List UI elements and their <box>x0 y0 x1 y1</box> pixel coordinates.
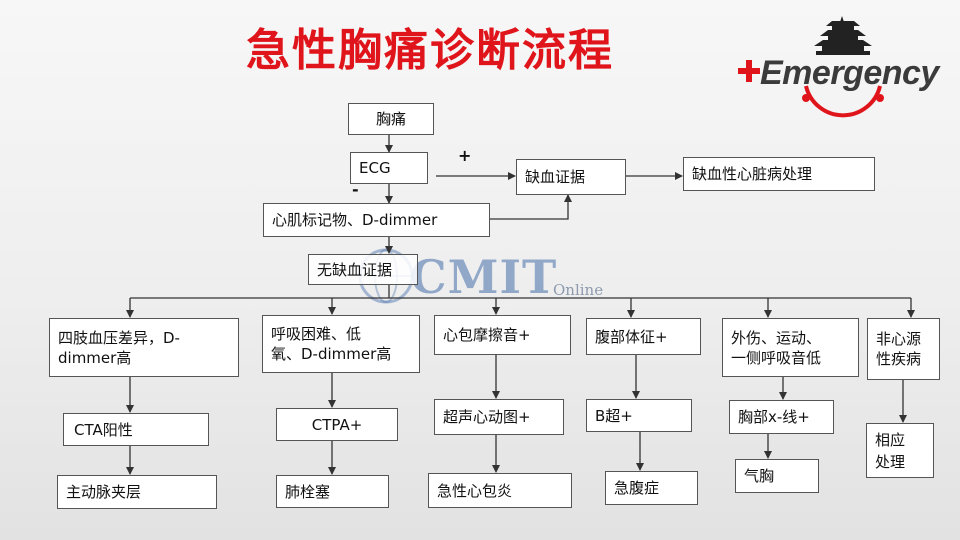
diagram-title: 急性胸痛诊断流程 <box>246 25 614 76</box>
node-no-ischemia: 无缺血证据 <box>308 254 418 285</box>
branch-3-test: 超声心动图+ <box>434 399 564 435</box>
branch-1-test-label: CTA阳性 <box>74 420 133 439</box>
node-ischemic-treatment-label: 缺血性心脏病处理 <box>692 165 813 183</box>
branch-5-condition: 外伤、运动、 一侧呼吸音低 <box>722 318 859 377</box>
branch-4-test: B超+ <box>586 399 692 432</box>
watermark-text: CMIT <box>410 250 558 304</box>
branch-3-test-label: 超声心动图+ <box>443 408 531 426</box>
node-ischemic-treatment: 缺血性心脏病处理 <box>683 157 875 191</box>
branch-1-test: CTA阳性 <box>63 413 209 446</box>
branch-1-condition: 四肢血压差异，D- dimmer高 <box>49 318 239 377</box>
branch-6-diagnosis: 相应处理 <box>866 423 934 478</box>
branch-5-diagnosis-label: 气胸 <box>744 467 775 485</box>
plus-sign: + <box>458 146 472 165</box>
branch-2-test: CTPA+ <box>276 408 398 441</box>
branch-4-condition: 腹部体征+ <box>586 318 701 355</box>
branch-1-condition-line1: 四肢血压差异，D- <box>58 328 180 347</box>
branch-4-condition-label: 腹部体征+ <box>595 327 668 346</box>
branch-1-diagnosis-label: 主动脉夹层 <box>66 483 142 501</box>
branch-3-diagnosis: 急性心包炎 <box>428 473 572 508</box>
node-no-ischemia-label: 无缺血证据 <box>317 260 393 279</box>
branch-3-condition-label: 心包摩擦音+ <box>443 326 531 344</box>
branch-2-test-label: CTPA+ <box>311 415 363 434</box>
branch-2-condition: 呼吸困难、低 氧、D-dimmer高 <box>262 315 420 373</box>
branch-2-condition-line1: 呼吸困难、低 <box>271 325 362 343</box>
minus-sign: - <box>352 180 359 199</box>
temple-emblem-icon <box>738 16 884 118</box>
branch-2-diagnosis: 肺栓塞 <box>276 475 389 508</box>
branch-4-diagnosis-label: 急腹症 <box>614 479 660 497</box>
node-markers-label: 心肌标记物、D-dimmer <box>272 211 438 229</box>
branch-5-test-label: 胸部x-线+ <box>738 408 810 426</box>
node-markers: 心肌标记物、D-dimmer <box>263 203 490 237</box>
branch-5-condition-line1: 外伤、运动、 <box>731 328 822 347</box>
branch-4-diagnosis: 急腹症 <box>605 471 698 505</box>
branch-6-condition-line2: 性疾病 <box>876 350 922 368</box>
branch-5-condition-line2: 一侧呼吸音低 <box>731 348 822 367</box>
branch-4-test-label: B超+ <box>595 406 633 425</box>
branch-6-diagnosis-label: 相应处理 <box>875 430 906 471</box>
node-ecg: ECG <box>350 152 428 184</box>
node-chest-pain-label: 胸痛 <box>375 110 406 128</box>
branch-3-diagnosis-label: 急性心包炎 <box>437 481 513 500</box>
node-ischemia-evidence: 缺血证据 <box>516 159 626 195</box>
watermark-subtext: Online <box>553 281 604 299</box>
node-chest-pain: 胸痛 <box>348 103 434 135</box>
branch-5-test: 胸部x-线+ <box>729 400 834 434</box>
branch-1-diagnosis: 主动脉夹层 <box>57 475 217 509</box>
branch-6-condition: 非心源 性疾病 <box>867 318 940 380</box>
logo-text: Emergency <box>760 54 939 92</box>
branch-6-condition-line1: 非心源 <box>876 330 922 348</box>
emergency-logo: Emergency <box>730 12 960 132</box>
branch-2-diagnosis-label: 肺栓塞 <box>285 482 331 501</box>
branch-1-condition-line2: dimmer高 <box>58 348 132 367</box>
branch-3-condition: 心包摩擦音+ <box>434 315 571 355</box>
node-ischemia-evidence-label: 缺血证据 <box>525 168 586 186</box>
branch-2-condition-line2: 氧、D-dimmer高 <box>271 345 392 363</box>
node-ecg-label: ECG <box>359 159 391 177</box>
branch-5-diagnosis: 气胸 <box>735 459 819 493</box>
